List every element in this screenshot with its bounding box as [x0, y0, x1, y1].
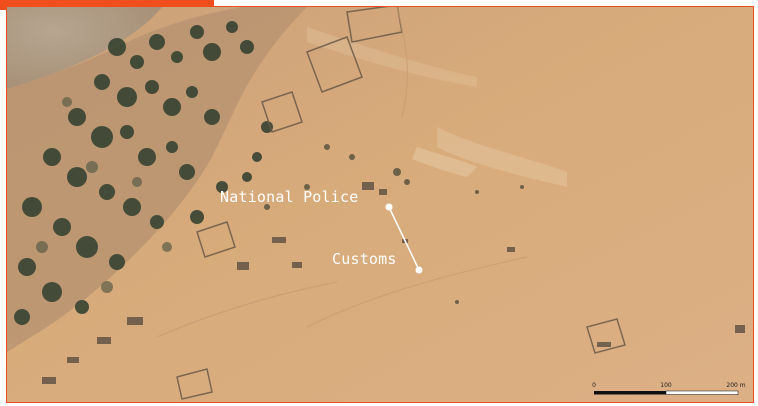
water-body [7, 7, 162, 89]
tracks [156, 7, 528, 338]
national-police-label: National Police [220, 188, 358, 206]
customs-marker[interactable] [415, 266, 423, 274]
accent-bar [0, 0, 214, 10]
buildings [42, 182, 745, 384]
satellite-map[interactable]: National Police Customs 0 100 200 m [6, 6, 754, 403]
compounds [176, 7, 626, 400]
annotation-connector [388, 206, 420, 271]
vegetation-band [7, 7, 307, 352]
scale-bar-tick-200: 200 m [726, 382, 745, 389]
scale-bar-segment-light [665, 390, 739, 395]
customs-label: Customs [332, 250, 397, 268]
scale-bar-tick-0: 0 [592, 382, 596, 389]
scale-bar-tick-100: 100 [660, 382, 672, 389]
scale-bar-segment-dark [594, 391, 666, 395]
national-police-marker[interactable] [385, 203, 393, 211]
shrubs [264, 144, 524, 304]
scale-bar: 0 100 200 m [592, 382, 746, 395]
